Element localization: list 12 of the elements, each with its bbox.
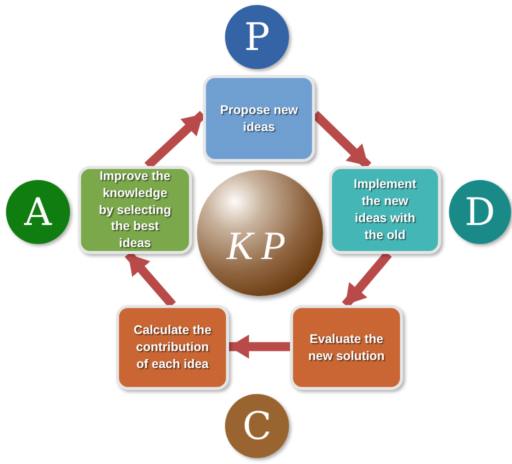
sphere: KP <box>197 170 323 296</box>
letter-circle: A <box>6 180 70 244</box>
letter-circle: C <box>225 394 289 458</box>
process-box: Propose new ideas <box>203 75 315 162</box>
process-box: Calculate the contribution of each idea <box>116 305 229 390</box>
letter-circle: D <box>449 180 511 244</box>
block-arrow <box>342 251 392 308</box>
block-arrow <box>229 334 290 359</box>
process-box: Evaluate the new solution <box>290 305 403 390</box>
process-box: Implement the new ideas with the old <box>329 166 441 254</box>
process-box: Improve the knowledge by selecting the best ideas <box>78 166 192 254</box>
letter-circle: P <box>225 5 289 69</box>
